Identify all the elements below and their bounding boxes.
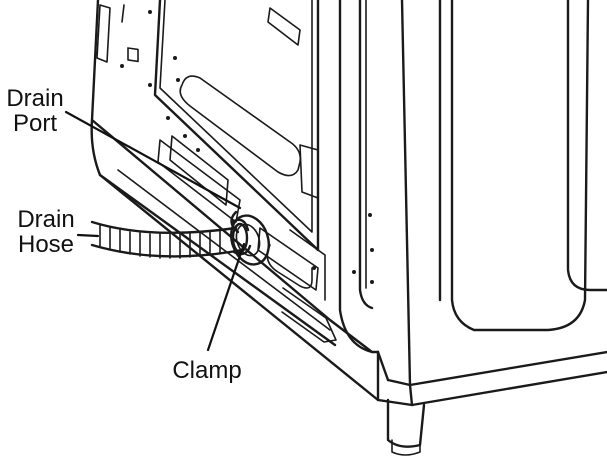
drain-hose-label-line-1: Drain (17, 206, 75, 233)
drain-hose-label: Drain Hose (12, 207, 80, 257)
back-panel-slots (96, 4, 337, 343)
drain-hose-label-line-2: Hose (17, 231, 75, 258)
clamp-label: Clamp (162, 358, 252, 383)
screw-holes (120, 10, 374, 284)
drain-hose (90, 220, 244, 259)
drain-port-label-line-1: Drain (6, 85, 64, 112)
drain-port-label-line-2: Port (12, 110, 57, 137)
cabinet-side-panel (338, 0, 607, 387)
clamp-leader (206, 242, 246, 352)
drain-port-leader (64, 110, 242, 210)
clamp (230, 218, 252, 256)
drain-hose-leader (76, 233, 100, 238)
cabinet-base (98, 173, 607, 456)
clamp-label-text: Clamp (172, 357, 242, 384)
drain-port-label: Drain Port (2, 86, 68, 136)
cabinet-back-panel (90, 0, 380, 354)
